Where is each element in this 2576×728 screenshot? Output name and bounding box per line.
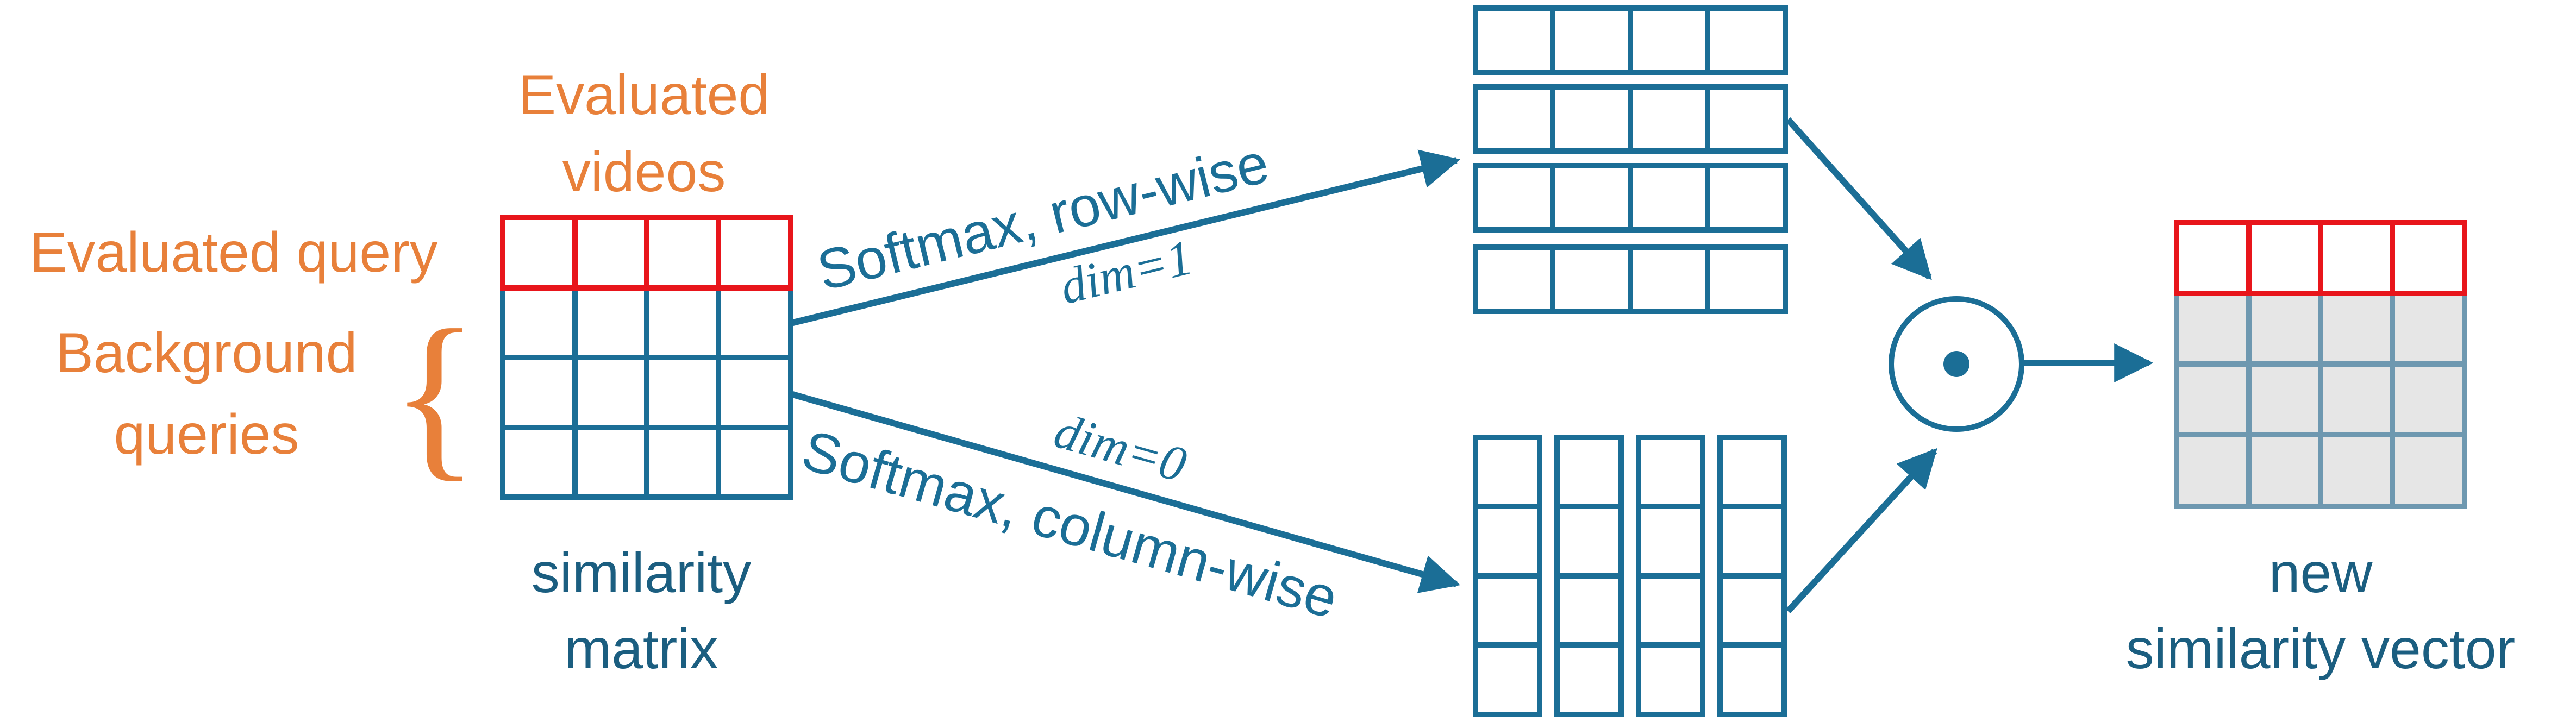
row-softmax-row <box>1473 163 1788 233</box>
column-softmax-column <box>1636 435 1705 717</box>
evaluated-query-row <box>500 215 793 291</box>
column-softmax-column <box>1473 435 1542 717</box>
new-similarity-vector-label-line1: new <box>2269 542 2373 605</box>
softmax-row-label: Softmax, row-wise <box>811 131 1275 303</box>
evaluated-videos-label-line1: Evaluated <box>518 64 770 127</box>
background-queries-label-line2: queries <box>114 403 299 466</box>
similarity-matrix-label-line2: matrix <box>564 618 718 681</box>
row-softmax-row <box>1473 244 1788 314</box>
row-softmax-row <box>1473 84 1788 154</box>
dim-col-label: dim=0 <box>1049 403 1193 493</box>
evaluated-query-label: Evaluated query <box>29 221 438 284</box>
evaluated-videos-label-line2: videos <box>562 141 726 204</box>
hadamard-product-icon <box>1889 296 2024 432</box>
background-queries-label-line1: Background <box>55 322 357 385</box>
row-softmax-arrow <box>790 149 1460 327</box>
column-to-product-arrow <box>1785 448 1937 614</box>
column-softmax-column <box>1554 435 1624 717</box>
new-similarity-vector-label-line2: similarity vector <box>2126 618 2516 681</box>
row-softmax-row <box>1473 5 1788 75</box>
row-to-product-arrow <box>1785 117 1932 280</box>
column-softmax-arrow <box>790 391 1460 593</box>
similarity-matrix <box>500 285 793 500</box>
column-softmax-matrix <box>1473 435 1787 717</box>
similarity-matrix-label-line1: similarity <box>532 542 751 605</box>
background-queries-brace: { <box>390 292 479 497</box>
row-softmax-matrix <box>1473 5 1788 314</box>
column-softmax-column <box>1717 435 1787 717</box>
new-similarity-matrix <box>2174 291 2467 509</box>
new-similarity-vector-row <box>2174 220 2467 296</box>
